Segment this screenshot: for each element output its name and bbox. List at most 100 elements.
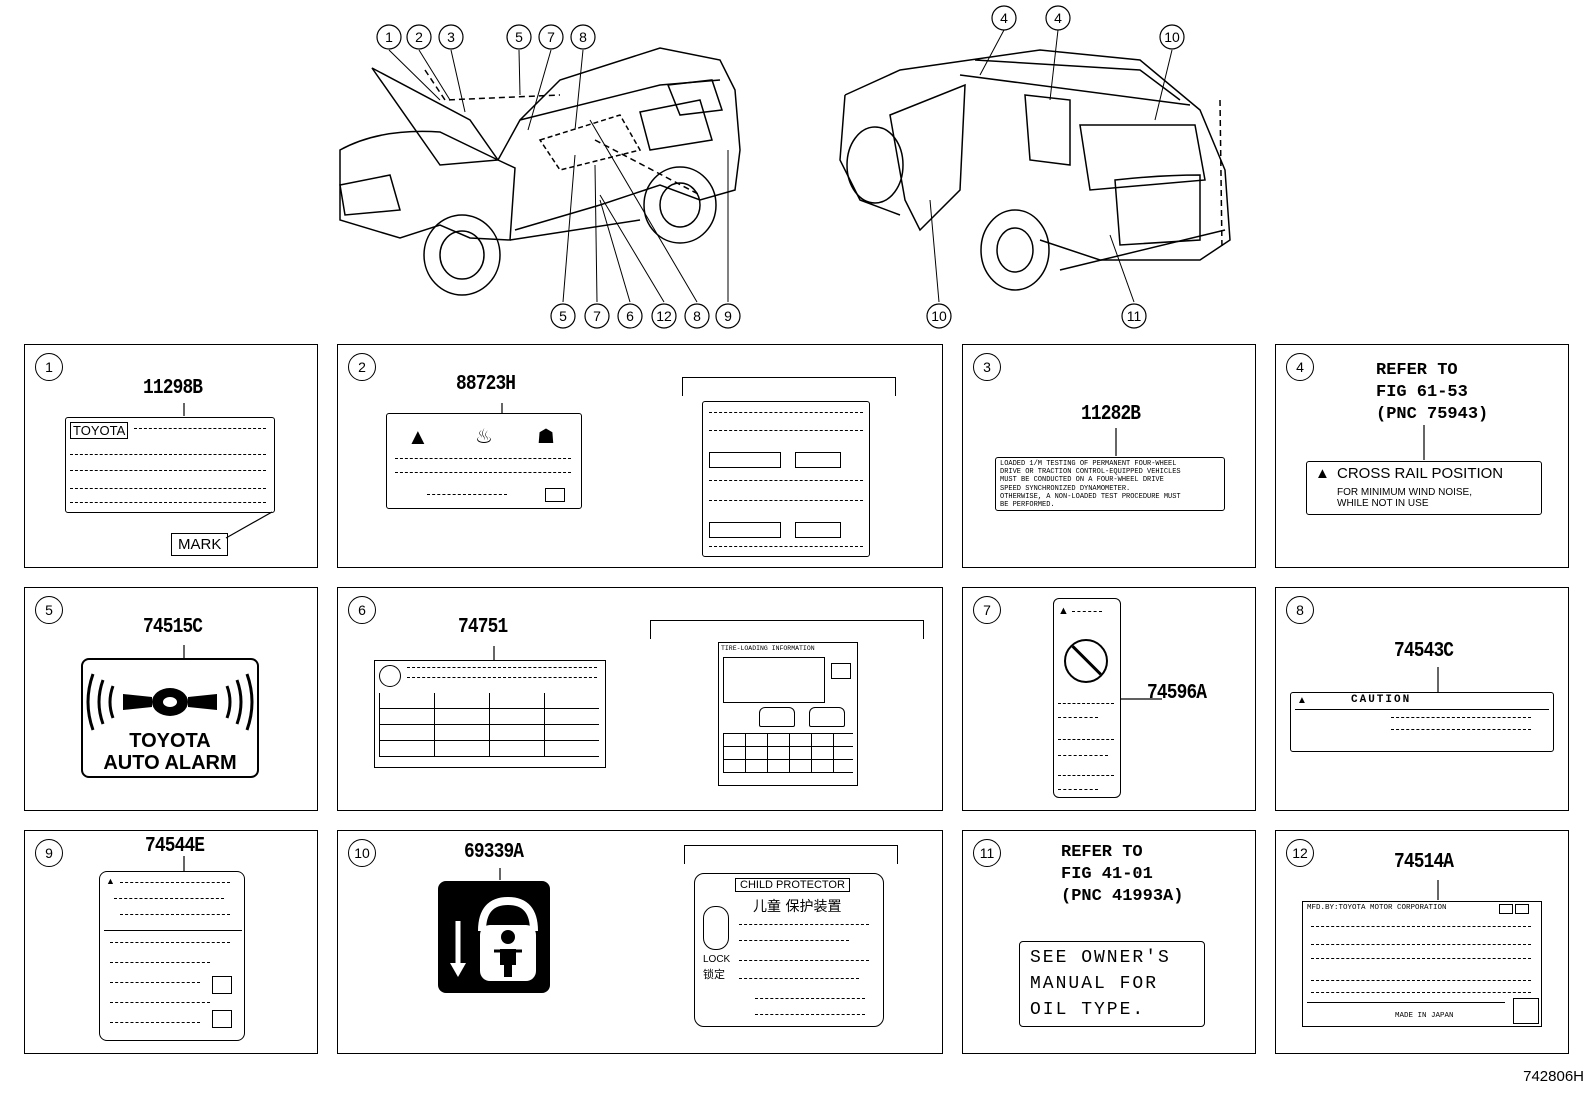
made-in-text: MADE IN JAPAN	[1395, 1012, 1454, 1020]
callout-7: 7	[538, 24, 564, 50]
panel-9: 9 74544E ▲	[24, 830, 318, 1054]
dyno-test-text: LOADED 1/M TESTING OF PERMANENT FOUR-WHE…	[1000, 460, 1181, 510]
callout-10a: 10	[1159, 24, 1185, 50]
callout-10b: 10	[926, 303, 952, 329]
hazard-label: ▲ ♨ ☗	[386, 413, 582, 509]
svg-text:2: 2	[415, 29, 423, 45]
part-number: 11282B	[1081, 403, 1141, 426]
lock-text-cn: 锁定	[703, 968, 725, 981]
tire-pressure-label	[374, 660, 606, 768]
operator-icon: ☗	[537, 426, 555, 448]
panel-index: 8	[1286, 596, 1314, 624]
seat-icon-a	[212, 976, 232, 994]
alt-bracket	[650, 620, 924, 639]
svg-text:12: 12	[656, 308, 672, 324]
airbag-label: ▲	[1053, 598, 1121, 798]
panel-8: 8 74543C ▲ CAUTION	[1275, 587, 1569, 811]
emission-label: TOYOTA	[65, 417, 275, 513]
oil-line-3: OIL TYPE.	[1030, 1000, 1146, 1020]
panel-index: 11	[973, 839, 1001, 867]
vehicle-icon-b	[809, 707, 845, 727]
panel-index: 12	[1286, 839, 1314, 867]
svg-text:9: 9	[724, 308, 732, 324]
rear-vehicle-drawing	[839, 49, 1231, 291]
warning-icon: ▲	[407, 424, 429, 449]
panel-12: 12 74514A MFD.BY:TOYOTA MOTOR CORPORATIO…	[1275, 830, 1569, 1054]
child-protector-title-cn: 儿童 保护装置	[753, 899, 842, 915]
front-vehicle-drawing	[339, 47, 741, 296]
panel-4: 4 REFER TO FIG 61-53 (PNC 75943) ▲ CROSS…	[1275, 344, 1569, 568]
part-number: 74596A	[1147, 682, 1207, 705]
vehicle-illustrations: 1 2 3 5 7 8 5 7 6 12 8 9 4 4 10 10 11	[339, 5, 1231, 329]
svg-text:6: 6	[626, 308, 634, 324]
panel-11: 11 REFER TO FIG 41-01 (PNC 41993A) SEE O…	[962, 830, 1256, 1054]
mark-label: MARK	[171, 533, 229, 556]
panel-index: 4	[1286, 353, 1314, 381]
svg-text:8: 8	[579, 29, 587, 45]
refer-line-1: REFER TO	[1061, 843, 1143, 862]
part-number: 88723H	[456, 373, 516, 396]
part-number: 74514A	[1394, 851, 1454, 874]
tire-loading-label: TIRE-LOADING INFORMATION	[718, 642, 858, 786]
panel-index: 6	[348, 596, 376, 624]
warning-icon: ▲	[1058, 605, 1069, 617]
part-number: 11298B	[143, 377, 203, 400]
panel-index: 5	[35, 596, 63, 624]
callout-7b: 7	[584, 303, 610, 329]
warning-icon: ▲	[106, 876, 115, 886]
dyno-test-label: LOADED 1/M TESTING OF PERMANENT FOUR-WHE…	[995, 457, 1225, 511]
svg-text:11: 11	[1127, 308, 1142, 324]
panel-10: 10 69339A CHILD PROTECTOR 儿童 保护装置 LOCK 锁…	[337, 830, 943, 1054]
panel-1: 1 11298B TOYOTA MARK	[24, 344, 318, 568]
refer-line-2: FIG 41-01	[1061, 865, 1153, 884]
svg-text:7: 7	[547, 29, 555, 45]
part-number: 69339A	[464, 841, 524, 864]
seat-icon-b	[212, 1010, 232, 1028]
refer-line-1: REFER TO	[1376, 361, 1458, 380]
child-protector-label: CHILD PROTECTOR 儿童 保护装置 LOCK 锁定	[694, 873, 884, 1027]
lock-text-en: LOCK	[703, 954, 731, 965]
callout-bubbles: 1 2 3 5 7 8 5 7 6 12 8 9 4 4 10 10 11	[376, 5, 1185, 329]
callout-11: 11	[1121, 303, 1147, 329]
caution-text: CAUTION	[1351, 694, 1412, 706]
svg-text:5: 5	[559, 308, 567, 324]
callout-8: 8	[570, 24, 596, 50]
callout-4a: 4	[991, 5, 1017, 31]
child-protector-title-en: CHILD PROTECTOR	[735, 878, 850, 892]
callout-4b: 4	[1045, 5, 1071, 31]
no-child-seat-icon	[1064, 639, 1108, 683]
auto-alarm-label: TOYOTA AUTO ALARM	[81, 658, 259, 778]
alarm-line-2: AUTO ALARM	[103, 752, 237, 774]
panel-index: 7	[973, 596, 1001, 624]
alt-hazard-label	[702, 401, 870, 557]
panel-index: 1	[35, 353, 63, 381]
refer-line-3: (PNC 41993A)	[1061, 887, 1184, 906]
child-lock-icon-label	[438, 881, 550, 993]
cross-rail-title: CROSS RAIL POSITION	[1337, 465, 1504, 482]
svg-text:7: 7	[593, 308, 601, 324]
callout-5: 5	[506, 24, 532, 50]
svg-text:4: 4	[1054, 10, 1062, 26]
callout-12: 12	[651, 303, 677, 329]
mfd-text: MFD.BY:TOYOTA MOTOR CORPORATION	[1307, 904, 1447, 912]
tire-icon	[379, 665, 401, 687]
svg-text:10: 10	[1164, 29, 1180, 45]
svg-text:8: 8	[693, 308, 701, 324]
certification-label: MFD.BY:TOYOTA MOTOR CORPORATION MADE IN …	[1302, 901, 1542, 1027]
alarm-line-1: TOYOTA	[129, 730, 211, 752]
panel-5: 5 74515C TOYOTA AUTO ALARM	[24, 587, 318, 811]
part-number: 74544E	[145, 835, 205, 858]
part-number: 74543C	[1394, 640, 1454, 663]
cross-rail-line-2: WHILE NOT IN USE	[1337, 498, 1429, 509]
callout-5b: 5	[550, 303, 576, 329]
callout-6: 6	[617, 303, 643, 329]
callout-2: 2	[406, 24, 432, 50]
callout-1: 1	[376, 24, 402, 50]
alt-bracket	[684, 845, 898, 864]
svg-text:5: 5	[515, 29, 523, 45]
svg-text:4: 4	[1000, 10, 1008, 26]
panel-3: 3 11282B LOADED 1/M TESTING OF PERMANENT…	[962, 344, 1256, 568]
brand-text: TOYOTA	[70, 422, 129, 439]
svg-text:3: 3	[447, 29, 455, 45]
refer-line-3: (PNC 75943)	[1376, 405, 1489, 424]
